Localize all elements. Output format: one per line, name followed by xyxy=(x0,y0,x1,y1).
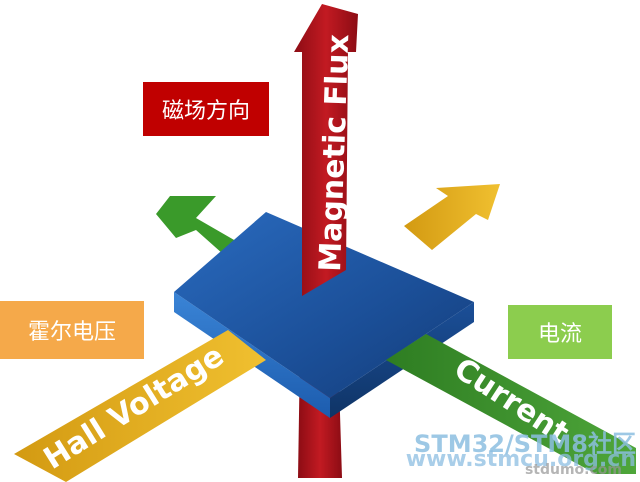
hall-voltage-arrow xyxy=(14,330,266,482)
watermark-line-1: STM32/STM8社区 xyxy=(414,430,636,458)
magnetic-flux-arrow xyxy=(294,4,358,296)
current-arrow xyxy=(386,334,636,474)
hall-voltage-text: Hall Voltage xyxy=(38,338,231,476)
watermark-line-3: stdumo.com xyxy=(524,462,622,478)
magnetic-direction-label: 磁场方向 xyxy=(143,82,269,136)
hall-voltage-label: 霍尔电压 xyxy=(0,301,144,359)
watermark-line-2: www.stmcu.org.cn xyxy=(405,447,636,472)
magnetic-flux-text: Magnetic Flux xyxy=(313,34,356,273)
hall-voltage-arrow-back xyxy=(404,184,500,250)
current-label: 电流 xyxy=(508,305,612,359)
current-arrow-back xyxy=(156,196,248,262)
